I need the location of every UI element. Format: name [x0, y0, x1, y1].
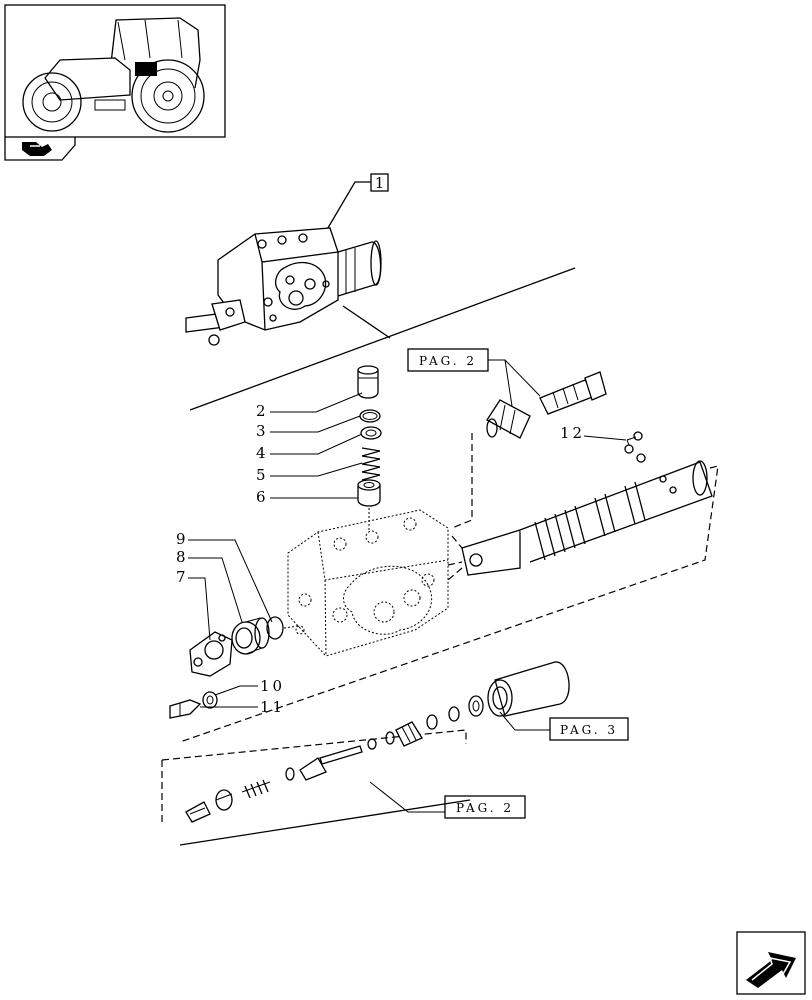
end-cover-parts: [169, 616, 299, 719]
callout-leaders-left-lower: [188, 539, 273, 708]
svg-text:PAG. 2: PAG. 2: [456, 801, 514, 815]
svg-text:PAG. 3: PAG. 3: [560, 723, 618, 737]
check-valve: [486, 399, 531, 439]
callout-6: 6: [256, 488, 269, 506]
pin-clip: [624, 431, 646, 463]
next-page-arrow-icon: [746, 952, 796, 988]
valve-assembly-top: [185, 227, 382, 346]
valve-body-section: [287, 509, 449, 657]
svg-text:PAG. 2: PAG. 2: [419, 354, 477, 368]
assembly-label: 1: [375, 174, 385, 192]
spool-kit-lower: [161, 661, 570, 846]
page-ref-bottom[interactable]: PAG. 2: [369, 781, 526, 819]
callout-8: 8: [176, 548, 189, 566]
callout-5: 5: [256, 466, 269, 484]
plug-bolt: [539, 371, 607, 415]
callout-4: 4: [256, 444, 269, 462]
callout-10: 10: [260, 677, 285, 695]
callout-2: 2: [256, 402, 269, 420]
callout-9: 9: [176, 530, 189, 548]
callout-7: 7: [176, 568, 189, 586]
section-divider: [189, 267, 576, 411]
assembly-callout: 1: [321, 173, 389, 239]
callout-11: 11: [260, 698, 285, 716]
callout-3: 3: [256, 422, 269, 440]
callout-12: 12: [560, 424, 585, 442]
tractor-icon: [22, 17, 205, 133]
page-ref-right[interactable]: PAG. 3: [499, 711, 629, 741]
next-page-button[interactable]: [736, 931, 806, 995]
callout-leaders-left: [270, 392, 363, 499]
main-spool: [461, 460, 713, 576]
page-ref-top[interactable]: PAG. 2: [407, 348, 541, 407]
book-arrow-icon: [22, 142, 52, 156]
tractor-thumbnail[interactable]: [4, 4, 226, 161]
relief-valve-parts: [357, 365, 382, 532]
